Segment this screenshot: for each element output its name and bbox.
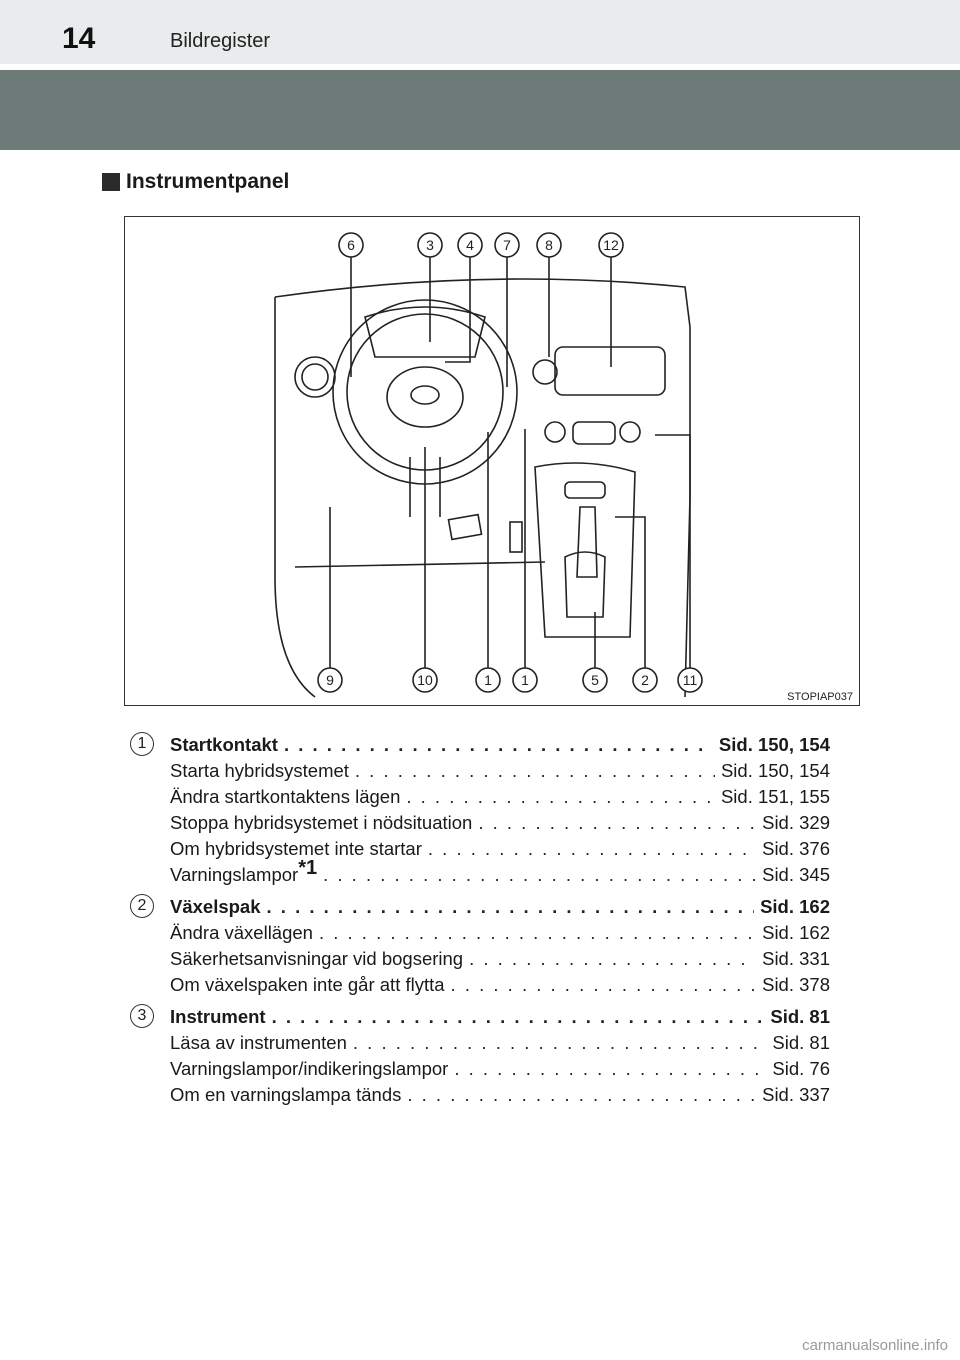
entry-item[interactable]: Läsa av instrumentenSid. 81: [130, 1030, 830, 1056]
instrument-cluster: [364, 306, 486, 358]
center-console: [534, 462, 636, 638]
watermark: carmanualsonline.info: [802, 1337, 948, 1354]
figure-code: STOPIAP037: [787, 691, 853, 703]
entry-item[interactable]: Ändra växellägenSid. 162: [130, 920, 830, 946]
square-bullet-icon: [102, 173, 120, 191]
entry-item[interactable]: Om hybridsystemet inte startarSid. 376: [130, 836, 830, 862]
entry-vaxelspak: 2 VäxelspakSid. 162 Ändra växellägenSid.…: [130, 894, 830, 998]
callout-label: 2: [641, 672, 649, 688]
callout-label: 1: [484, 672, 492, 688]
top-callouts: [338, 232, 624, 258]
callout-label: 3: [426, 237, 434, 253]
bottom-leader-lines: [329, 429, 691, 677]
callout-label: 6: [347, 237, 355, 253]
entry-number: 2: [130, 894, 154, 918]
callout-label: 5: [591, 672, 599, 688]
entry-item[interactable]: Starta hybridsystemetSid. 150, 154: [130, 758, 830, 784]
callout-label: 9: [326, 672, 334, 688]
callout-label: 8: [545, 237, 553, 253]
entry-item[interactable]: Ändra startkontaktens lägenSid. 151, 155: [130, 784, 830, 810]
dashboard-figure: 6 3 4 7 8 12 9 10 1 1 5 2 11 STOPIAP037: [124, 216, 860, 706]
entry-head[interactable]: VäxelspakSid. 162: [130, 894, 830, 920]
entry-instrument: 3 InstrumentSid. 81 Läsa av instrumenten…: [130, 1004, 830, 1108]
entry-head[interactable]: StartkontaktSid. 150, 154: [130, 732, 830, 758]
page-header: 14 Bildregister: [0, 0, 960, 64]
callout-label: 10: [417, 672, 433, 688]
entry-item[interactable]: Om en varningslampa tändsSid. 337: [130, 1082, 830, 1108]
entry-number: 1: [130, 732, 154, 756]
entry-item[interactable]: Om växelspaken inte går att flyttaSid. 3…: [130, 972, 830, 998]
entry-number: 3: [130, 1004, 154, 1028]
hazard-button: [532, 359, 558, 385]
entry-item[interactable]: Stoppa hybridsystemet i nödsituationSid.…: [130, 810, 830, 836]
footnote-marker: *1: [298, 856, 318, 879]
entry-item[interactable]: Säkerhetsanvisningar vid bogseringSid. 3…: [130, 946, 830, 972]
callout-label: 11: [683, 672, 698, 688]
callout-label: 4: [466, 237, 474, 253]
section-name: Bildregister: [170, 30, 271, 52]
dashboard-illustration: 6 3 4 7 8 12 9 10 1 1 5 2 11: [274, 232, 703, 698]
left-vent: [294, 356, 336, 398]
entry-head[interactable]: InstrumentSid. 81: [130, 1004, 830, 1030]
dash-left-edge: [274, 297, 316, 698]
pedal: [447, 513, 483, 541]
bottom-callouts: [317, 667, 703, 693]
center-display: [554, 346, 666, 396]
shift-lever: [576, 506, 598, 578]
callout-label: 1: [521, 672, 529, 688]
callout-label: 12: [603, 237, 619, 253]
callout-label: 7: [503, 237, 511, 253]
header-band: [0, 70, 960, 150]
section-title-text: Instrumentpanel: [126, 170, 290, 193]
dash-top-contour: [274, 278, 691, 328]
entries-list: 1 StartkontaktSid. 150, 154 Starta hybri…: [130, 732, 830, 1114]
entry-item[interactable]: Varningslampor*1Sid. 345: [130, 858, 830, 888]
entry-item[interactable]: Varningslampor/indikeringslamporSid. 76: [130, 1056, 830, 1082]
entry-startkontakt: 1 StartkontaktSid. 150, 154 Starta hybri…: [130, 732, 830, 888]
top-leader-lines: [350, 247, 612, 387]
dash-panel-line: [294, 561, 546, 568]
page-number: 14: [62, 22, 96, 55]
section-title: Instrumentpanel: [102, 170, 289, 194]
steering-hub: [386, 366, 464, 428]
